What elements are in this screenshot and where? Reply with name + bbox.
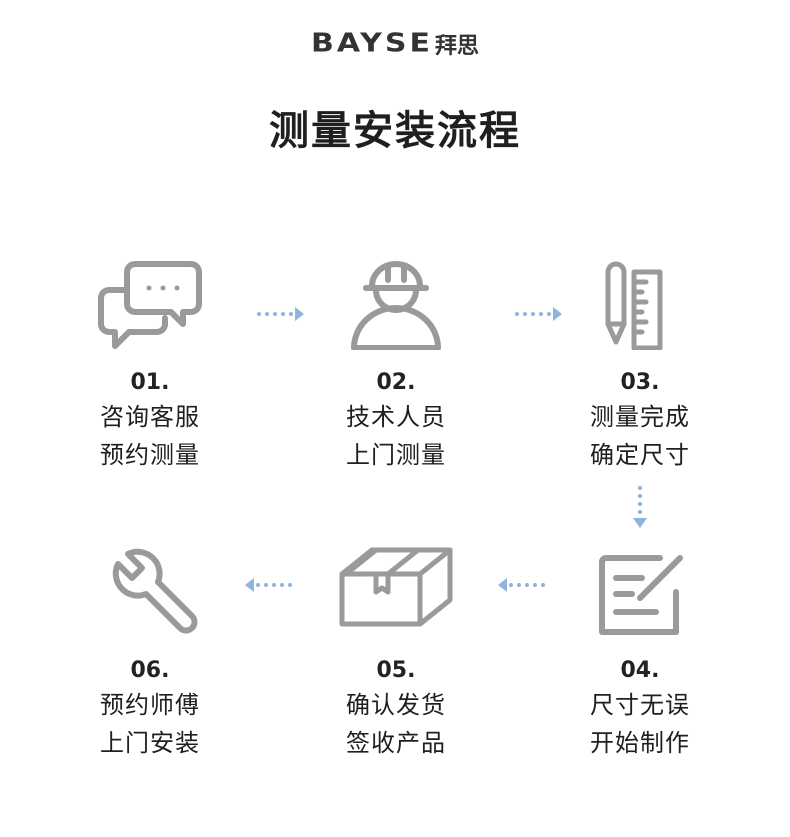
chat-icon [60, 240, 240, 350]
step-03: 03. 测量完成 确定尺寸 [550, 240, 730, 474]
step-line-2: 签收产品 [346, 729, 446, 757]
step-number: 02. [376, 370, 416, 395]
arrow-right-icon [515, 307, 562, 321]
arrow-left-icon [245, 578, 292, 592]
step-line-2: 开始制作 [590, 729, 690, 757]
step-line-2: 上门安装 [100, 729, 200, 757]
logo-cn: 拜思 [435, 33, 480, 59]
step-number: 05. [376, 658, 416, 683]
arrow-left-icon [498, 578, 545, 592]
logo-text: BAYSE [310, 28, 434, 59]
arrow-down-icon [633, 486, 647, 528]
step-number: 01. [130, 370, 170, 395]
wrench-icon [60, 528, 240, 638]
step-number: 06. [130, 658, 170, 683]
step-line-2: 确定尺寸 [590, 441, 690, 469]
page-title: 测量安装流程 [269, 108, 521, 154]
step-05: 05. 确认发货 签收产品 [306, 528, 486, 762]
arrow-right-icon [257, 307, 304, 321]
step-line-1: 测量完成 [590, 403, 690, 431]
brand-logo: BAYSE 拜思 [0, 26, 790, 61]
step-01: 01. 咨询客服 预约测量 [60, 240, 240, 474]
worker-icon [306, 240, 486, 350]
ruler-pencil-icon [550, 240, 730, 350]
box-icon [306, 528, 486, 638]
step-06: 06. 预约师傅 上门安装 [60, 528, 240, 762]
step-line-1: 确认发货 [346, 691, 446, 719]
step-02: 02. 技术人员 上门测量 [306, 240, 486, 474]
edit-icon [550, 528, 730, 638]
step-line-1: 预约师傅 [100, 691, 200, 719]
step-line-2: 上门测量 [346, 441, 446, 469]
step-04: 04. 尺寸无误 开始制作 [550, 528, 730, 762]
step-line-1: 咨询客服 [100, 403, 200, 431]
step-line-1: 尺寸无误 [590, 691, 690, 719]
step-line-1: 技术人员 [346, 403, 446, 431]
step-number: 03. [620, 370, 660, 395]
step-line-2: 预约测量 [100, 441, 200, 469]
step-number: 04. [620, 658, 660, 683]
